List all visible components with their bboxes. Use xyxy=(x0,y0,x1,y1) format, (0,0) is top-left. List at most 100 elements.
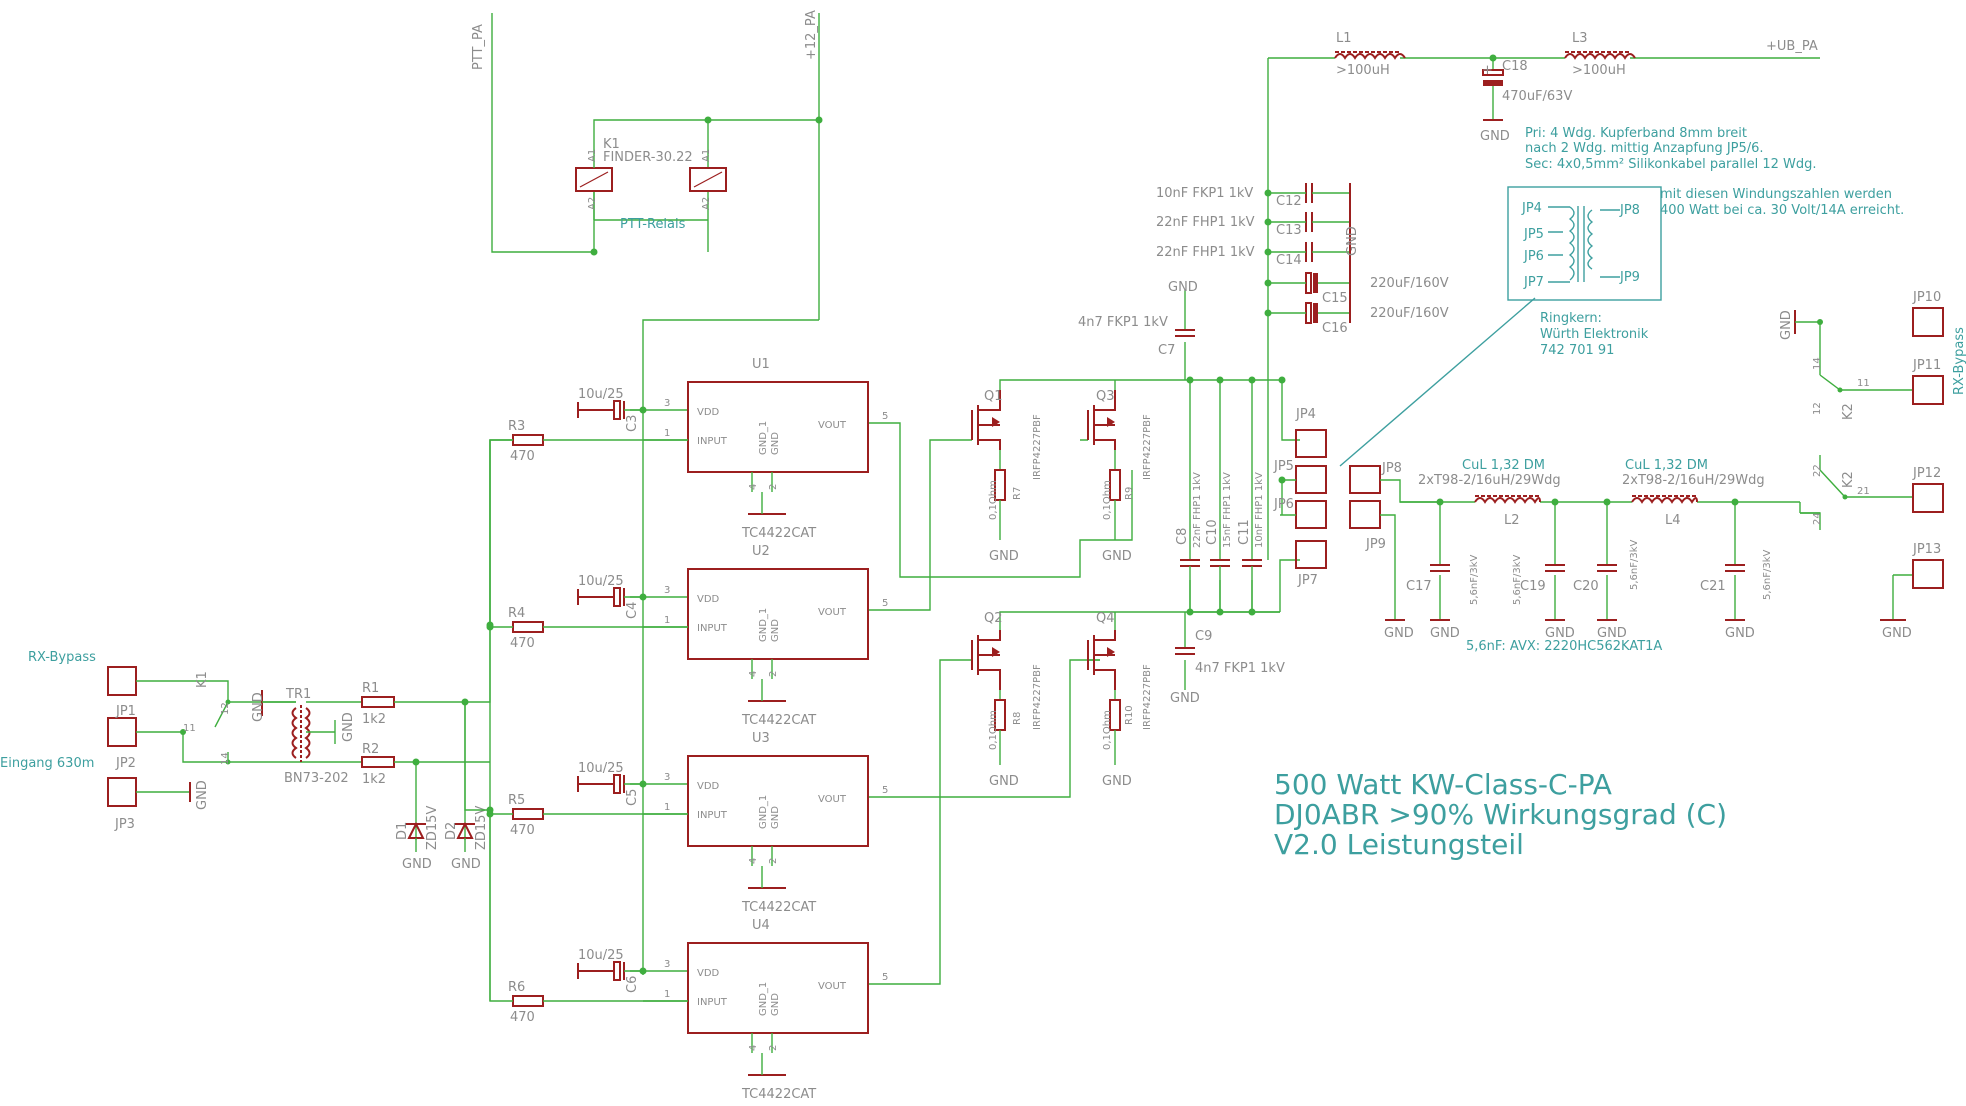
svg-text:Q3: Q3 xyxy=(1096,389,1115,404)
jp6[interactable] xyxy=(1295,500,1327,529)
svg-text:R5: R5 xyxy=(508,793,525,808)
svg-text:11: 11 xyxy=(1857,378,1870,389)
jp1[interactable] xyxy=(107,717,137,747)
jp-rx-bypass[interactable] xyxy=(107,666,137,696)
jp5[interactable] xyxy=(1295,465,1327,494)
svg-text:D2: D2 xyxy=(444,822,459,840)
svg-text:GND: GND xyxy=(770,806,781,829)
svg-text:IRFP4227PBF: IRFP4227PBF xyxy=(1142,414,1153,480)
jp9[interactable] xyxy=(1349,500,1381,529)
jp11[interactable] xyxy=(1912,375,1944,405)
svg-text:1: 1 xyxy=(664,428,670,439)
jp10[interactable] xyxy=(1912,307,1944,337)
svg-text:R2: R2 xyxy=(362,742,379,757)
svg-text:GND: GND xyxy=(1597,626,1627,641)
svg-text:U3: U3 xyxy=(752,731,770,746)
svg-text:1k2: 1k2 xyxy=(362,772,386,787)
svg-text:Q4: Q4 xyxy=(1096,611,1115,626)
transformer-box xyxy=(1507,186,1662,301)
svg-text:U2: U2 xyxy=(752,544,770,559)
svg-text:GND: GND xyxy=(989,774,1019,789)
drain-caps: GND 4n7 FKP1 1kV C7 C9 4n7 FKP1 1kV GND … xyxy=(1078,280,1300,706)
svg-text:GND_1: GND_1 xyxy=(758,982,769,1016)
svg-text:C21: C21 xyxy=(1700,579,1726,594)
svg-text:VDD: VDD xyxy=(697,407,720,418)
svg-text:>100uH: >100uH xyxy=(1336,63,1390,78)
svg-text:BN73-202: BN73-202 xyxy=(284,771,349,786)
svg-text:VOUT: VOUT xyxy=(818,981,847,992)
jp7[interactable] xyxy=(1295,540,1327,569)
svg-text:RX-Bypass: RX-Bypass xyxy=(28,650,96,665)
svg-text:JP1: JP1 xyxy=(115,704,136,719)
svg-text:GND: GND xyxy=(341,712,356,742)
svg-text:A2: A2 xyxy=(587,197,598,210)
svg-text:470: 470 xyxy=(510,1010,535,1025)
svg-text:5: 5 xyxy=(882,411,888,422)
ptt-relais-label: PTT-Relais xyxy=(620,217,686,232)
svg-text:RX-Bypass: RX-Bypass xyxy=(1952,327,1966,395)
svg-text:TR1: TR1 xyxy=(285,687,311,702)
svg-text:U4: U4 xyxy=(752,918,770,933)
svg-text:INPUT: INPUT xyxy=(697,436,728,447)
jp12[interactable] xyxy=(1912,483,1944,513)
svg-text:GND: GND xyxy=(195,780,210,810)
svg-text:400 Watt bei ca. 30 Volt/14A e: 400 Watt bei ca. 30 Volt/14A erreicht. xyxy=(1660,203,1904,218)
svg-text:GND: GND xyxy=(770,432,781,455)
svg-text:4n7 FKP1 1kV: 4n7 FKP1 1kV xyxy=(1195,661,1285,676)
net-ptt-label: PTT_PA xyxy=(471,24,486,70)
svg-text:22nF FHP1 1kV: 22nF FHP1 1kV xyxy=(1192,472,1203,548)
svg-text:GND: GND xyxy=(1430,626,1460,641)
svg-text:C12: C12 xyxy=(1276,194,1302,209)
svg-text:C14: C14 xyxy=(1276,253,1302,268)
svg-text:VDD: VDD xyxy=(697,594,720,605)
svg-text:IRFP4227PBF: IRFP4227PBF xyxy=(1032,414,1043,480)
svg-text:GND: GND xyxy=(1345,226,1360,256)
svg-text:3: 3 xyxy=(664,585,670,596)
svg-text:C18: C18 xyxy=(1502,59,1528,74)
svg-text:GND: GND xyxy=(251,692,266,722)
svg-text:nach 2 Wdg. mittig Anzapfung J: nach 2 Wdg. mittig Anzapfung JP5/6. xyxy=(1525,141,1764,156)
jp3[interactable] xyxy=(107,777,137,807)
svg-text:C9: C9 xyxy=(1195,629,1212,644)
svg-text:GND: GND xyxy=(1725,626,1755,641)
svg-text:A2: A2 xyxy=(701,197,712,210)
title-line-3: V2.0 Leistungsteil xyxy=(1274,828,1524,861)
svg-text:Ringkern:: Ringkern: xyxy=(1540,311,1602,326)
svg-text:R7: R7 xyxy=(1012,487,1023,500)
driver-u4: U4 TC4422CAT 10u/25 C6 R6 470 VDD INPUT … xyxy=(489,659,962,1102)
svg-text:14: 14 xyxy=(220,752,231,765)
svg-text:0,1Ohm: 0,1Ohm xyxy=(988,710,999,750)
jp8[interactable] xyxy=(1349,465,1381,494)
svg-text:C10: C10 xyxy=(1205,519,1220,545)
svg-text:GND: GND xyxy=(1779,310,1794,340)
svg-text:GND: GND xyxy=(1545,626,1575,641)
svg-text:GND: GND xyxy=(402,857,432,872)
svg-text:22: 22 xyxy=(1812,464,1823,477)
svg-text:Sec: 4x0,5mm² Silikonkabel par: Sec: 4x0,5mm² Silikonkabel parallel 12 W… xyxy=(1525,157,1816,172)
svg-text:15nF FHP1 1kV: 15nF FHP1 1kV xyxy=(1222,472,1233,548)
svg-text:470uF/63V: 470uF/63V xyxy=(1502,89,1572,104)
svg-text:1: 1 xyxy=(664,989,670,1000)
svg-text:GND: GND xyxy=(770,993,781,1016)
svg-text:5: 5 xyxy=(882,598,888,609)
svg-text:470: 470 xyxy=(510,449,535,464)
svg-text:C13: C13 xyxy=(1276,223,1302,238)
svg-text:JP5: JP5 xyxy=(1273,459,1294,474)
svg-text:220uF/160V: 220uF/160V xyxy=(1370,306,1449,321)
svg-text:4: 4 xyxy=(748,671,759,677)
svg-text:R1: R1 xyxy=(362,681,379,696)
jp4[interactable] xyxy=(1295,429,1327,458)
mosfet-q4: Q4 IRFP4227PBF R10 0,1Ohm GND xyxy=(1087,611,1153,789)
input-section: RX-Bypass JP1 Eingang 630m JP2 JP3 GND K… xyxy=(0,439,513,872)
jp13[interactable] xyxy=(1912,559,1944,589)
svg-text:220uF/160V: 220uF/160V xyxy=(1370,276,1449,291)
svg-text:JP10: JP10 xyxy=(1912,290,1941,305)
svg-text:IRFP4227PBF: IRFP4227PBF xyxy=(1032,664,1043,730)
svg-text:L2: L2 xyxy=(1504,513,1520,528)
svg-text:JP3: JP3 xyxy=(114,817,135,832)
svg-text:GND: GND xyxy=(1102,774,1132,789)
svg-text:INPUT: INPUT xyxy=(697,623,728,634)
svg-text:R10: R10 xyxy=(1124,705,1135,725)
svg-text:CuL 1,32 DM: CuL 1,32 DM xyxy=(1462,458,1545,473)
svg-text:R3: R3 xyxy=(508,419,525,434)
